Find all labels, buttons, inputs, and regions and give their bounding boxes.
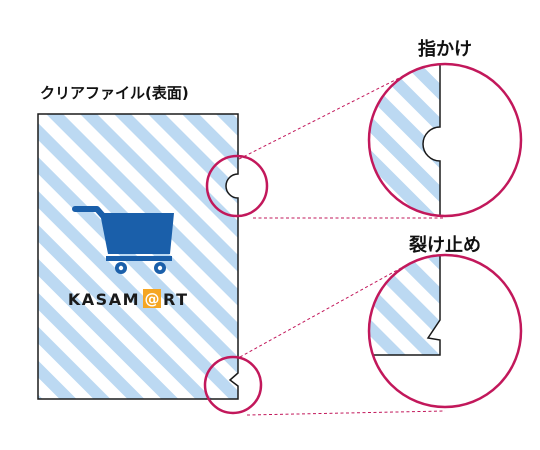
brand-text-before: KASAM bbox=[68, 290, 140, 309]
finger-notch-label: 指かけ bbox=[418, 38, 472, 60]
tear-stop-label: 裂け止め bbox=[408, 234, 481, 256]
finger-notch-callout bbox=[205, 75, 445, 219]
finger-notch-zoom-border bbox=[367, 62, 523, 218]
brand-logo: KASAM @ RT bbox=[68, 289, 189, 309]
cart-basket bbox=[100, 213, 174, 254]
brand-text-after: RT bbox=[163, 290, 189, 309]
tear-stop-leader-bottom bbox=[246, 410, 446, 416]
brand-at-symbol: @ bbox=[145, 290, 160, 308]
finger-notch-zoom bbox=[367, 62, 523, 218]
brand-at-badge bbox=[143, 289, 161, 308]
tear-stop-zoom-fill bbox=[369, 255, 441, 356]
cart-wheel-right-hub bbox=[157, 265, 163, 271]
finger-notch-marker bbox=[205, 154, 269, 218]
tear-stop-marker bbox=[203, 355, 263, 415]
tear-stop-zoom bbox=[367, 253, 523, 409]
folder-title: クリアファイル(表面) bbox=[40, 84, 189, 102]
shopping-cart-icon bbox=[72, 206, 174, 274]
tear-stop-zoom-border bbox=[367, 253, 523, 409]
cart-base bbox=[106, 256, 172, 261]
tear-stop-callout bbox=[203, 267, 446, 416]
cart-wheel-left-hub bbox=[118, 265, 124, 271]
